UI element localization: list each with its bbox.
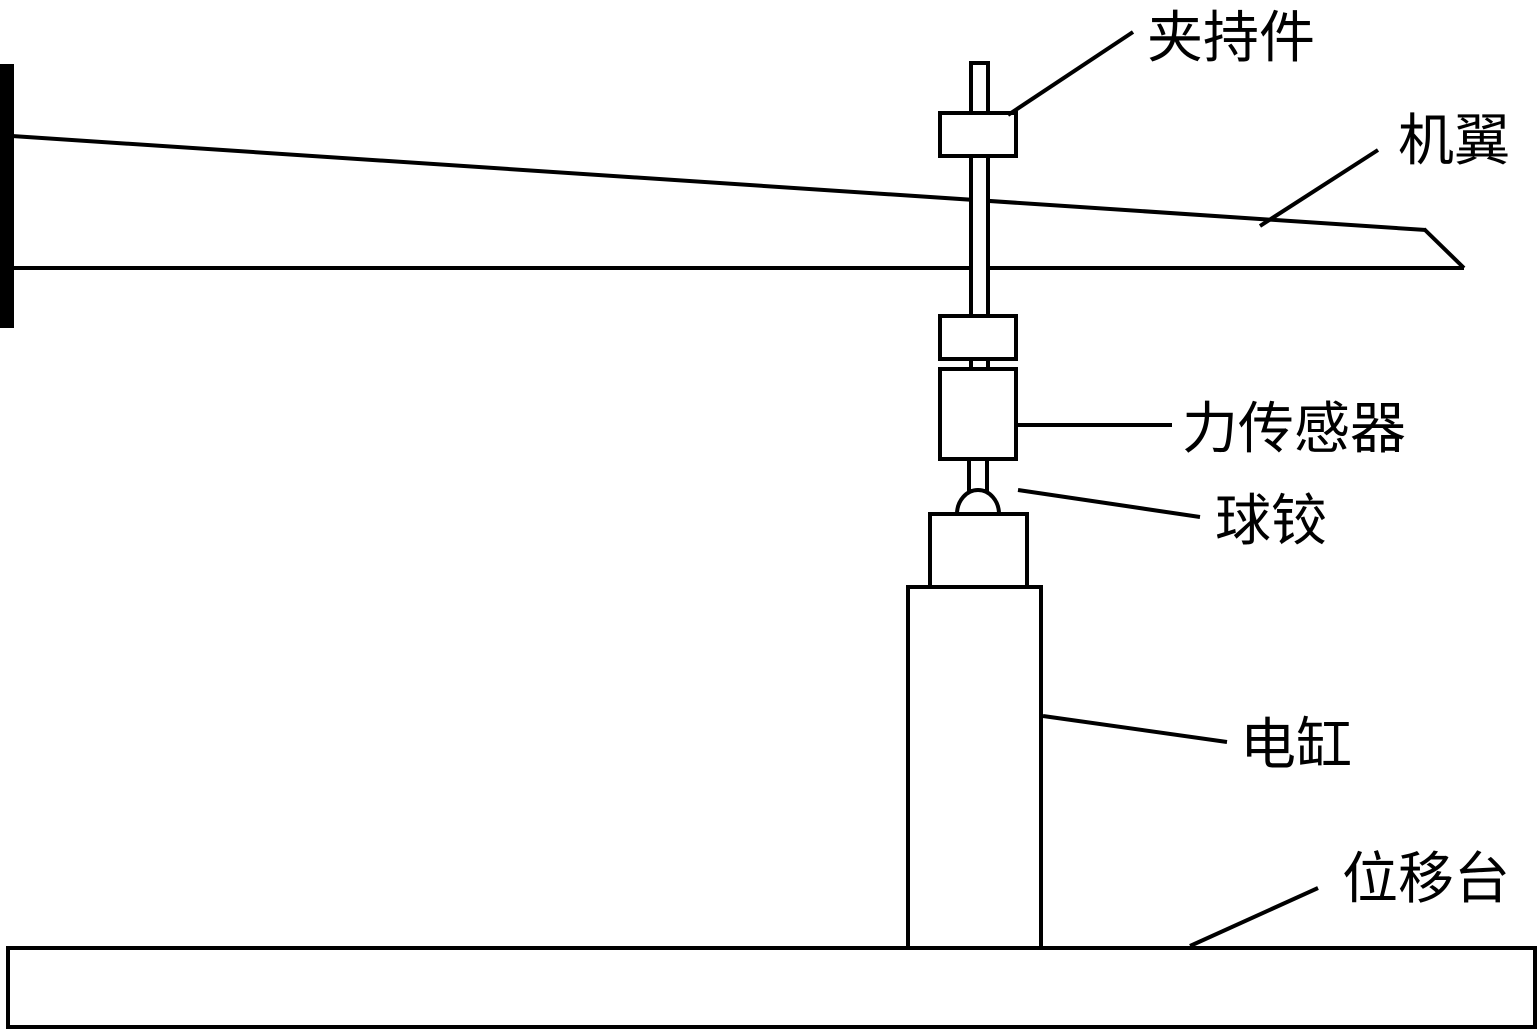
sensor-connecting-rod (967, 457, 989, 493)
wing-root-wall (0, 64, 14, 328)
actuator-label: 电缸 (1240, 713, 1352, 778)
force-sensor (938, 367, 1018, 461)
wing-leader-line (1258, 148, 1380, 228)
stage-leader-line (1189, 886, 1319, 948)
upper-clamp (938, 111, 1018, 158)
wing (11, 134, 1466, 270)
actuator-leader-line (1042, 714, 1228, 744)
actuator-body (906, 585, 1043, 950)
ball-joint (954, 488, 1002, 516)
ball-joint-label: 球铰 (1215, 489, 1327, 554)
actuator-head (928, 512, 1029, 589)
stage-label: 位移台 (1342, 847, 1510, 912)
force-sensor-label: 力传感器 (1182, 397, 1406, 462)
lower-clamp (938, 314, 1018, 361)
clamp-label: 夹持件 (1147, 6, 1315, 71)
clamp-leader-line (1006, 30, 1135, 117)
wing-upper-edge (11, 134, 1427, 232)
wing-label: 机翼 (1398, 109, 1510, 174)
ball-joint-leader-line (1017, 488, 1201, 519)
displacement-stage (6, 946, 1537, 1029)
wing-tip-edge (1422, 227, 1466, 270)
